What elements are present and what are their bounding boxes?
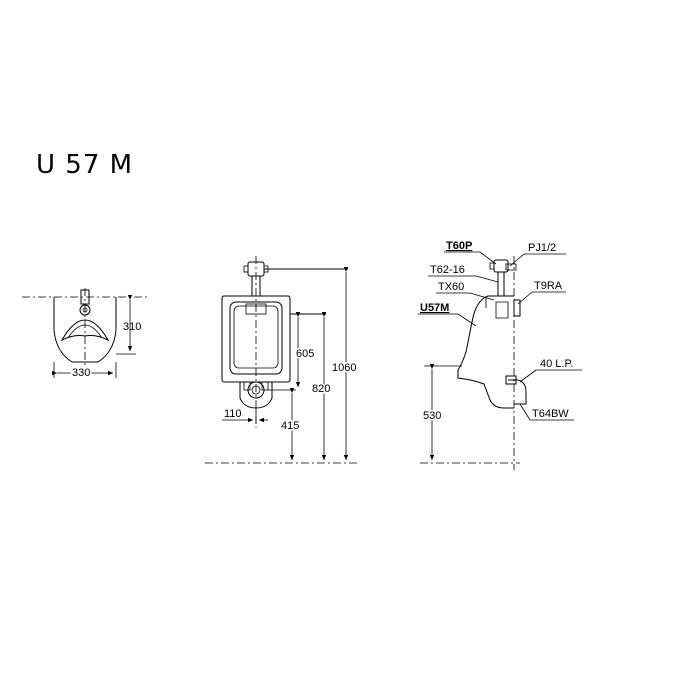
side-spreader	[495, 301, 509, 319]
outlet-inner-icon	[251, 385, 261, 395]
side-valve-knob	[489, 262, 495, 270]
valve-handle-left	[243, 265, 249, 273]
label-pj: PJ1/2	[528, 242, 556, 254]
bowl-outline	[53, 297, 117, 363]
urinal-bowl-outer	[229, 301, 283, 375]
inlet-pipe	[80, 289, 90, 305]
dim-1060: 1060	[332, 362, 356, 374]
trap-bolt-left	[243, 381, 251, 391]
label-t62: T62-16	[430, 264, 465, 276]
dim-310: 310	[123, 321, 141, 333]
leader-pj	[509, 253, 525, 267]
leader-40lp	[519, 369, 537, 383]
leader-t9ra	[517, 291, 533, 305]
label-40lp: 40 L.P.	[540, 358, 573, 370]
leader-t62	[475, 275, 499, 283]
label-tx60: TX60	[438, 281, 464, 293]
bowl-basin	[60, 319, 110, 342]
label-t9ra: T9RA	[534, 280, 563, 292]
leader-u57m	[457, 313, 477, 327]
dim-530: 530	[423, 410, 441, 422]
leader-tx60	[469, 292, 495, 301]
elevation-view: 110 415 605 820 1060	[205, 256, 358, 464]
urinal-bowl-inner	[233, 305, 279, 369]
bowl-basin-inner	[67, 324, 103, 339]
side-flush-pipe	[497, 271, 505, 297]
leader-t60p	[479, 251, 497, 265]
label-u57m: U57M	[420, 302, 449, 314]
trap-bolt-right	[261, 381, 269, 391]
dim-415: 415	[281, 420, 299, 432]
leader-t64bw	[519, 403, 531, 421]
front-view: 310 330	[22, 288, 148, 381]
urinal-profile	[457, 295, 514, 409]
side-valve-supply	[505, 263, 517, 271]
dim-605: 605	[296, 348, 314, 360]
label-t60p: T60P	[446, 240, 472, 252]
dim-820: 820	[312, 383, 330, 395]
side-view: 530 T60P PJ1/2 T62-16 TX60 T9RA U57M 40 …	[418, 240, 582, 470]
dim-110: 110	[224, 408, 242, 420]
spreader	[245, 303, 267, 315]
spud-icon	[79, 304, 91, 316]
spud-center-icon	[82, 307, 88, 313]
trap-pipe	[508, 379, 527, 405]
model-title: U 57 M	[36, 150, 134, 180]
hanger-bracket-icon	[513, 299, 521, 317]
trap-flange	[505, 375, 517, 385]
label-t64bw: T64BW	[532, 408, 569, 420]
dim-330: 330	[72, 367, 90, 379]
